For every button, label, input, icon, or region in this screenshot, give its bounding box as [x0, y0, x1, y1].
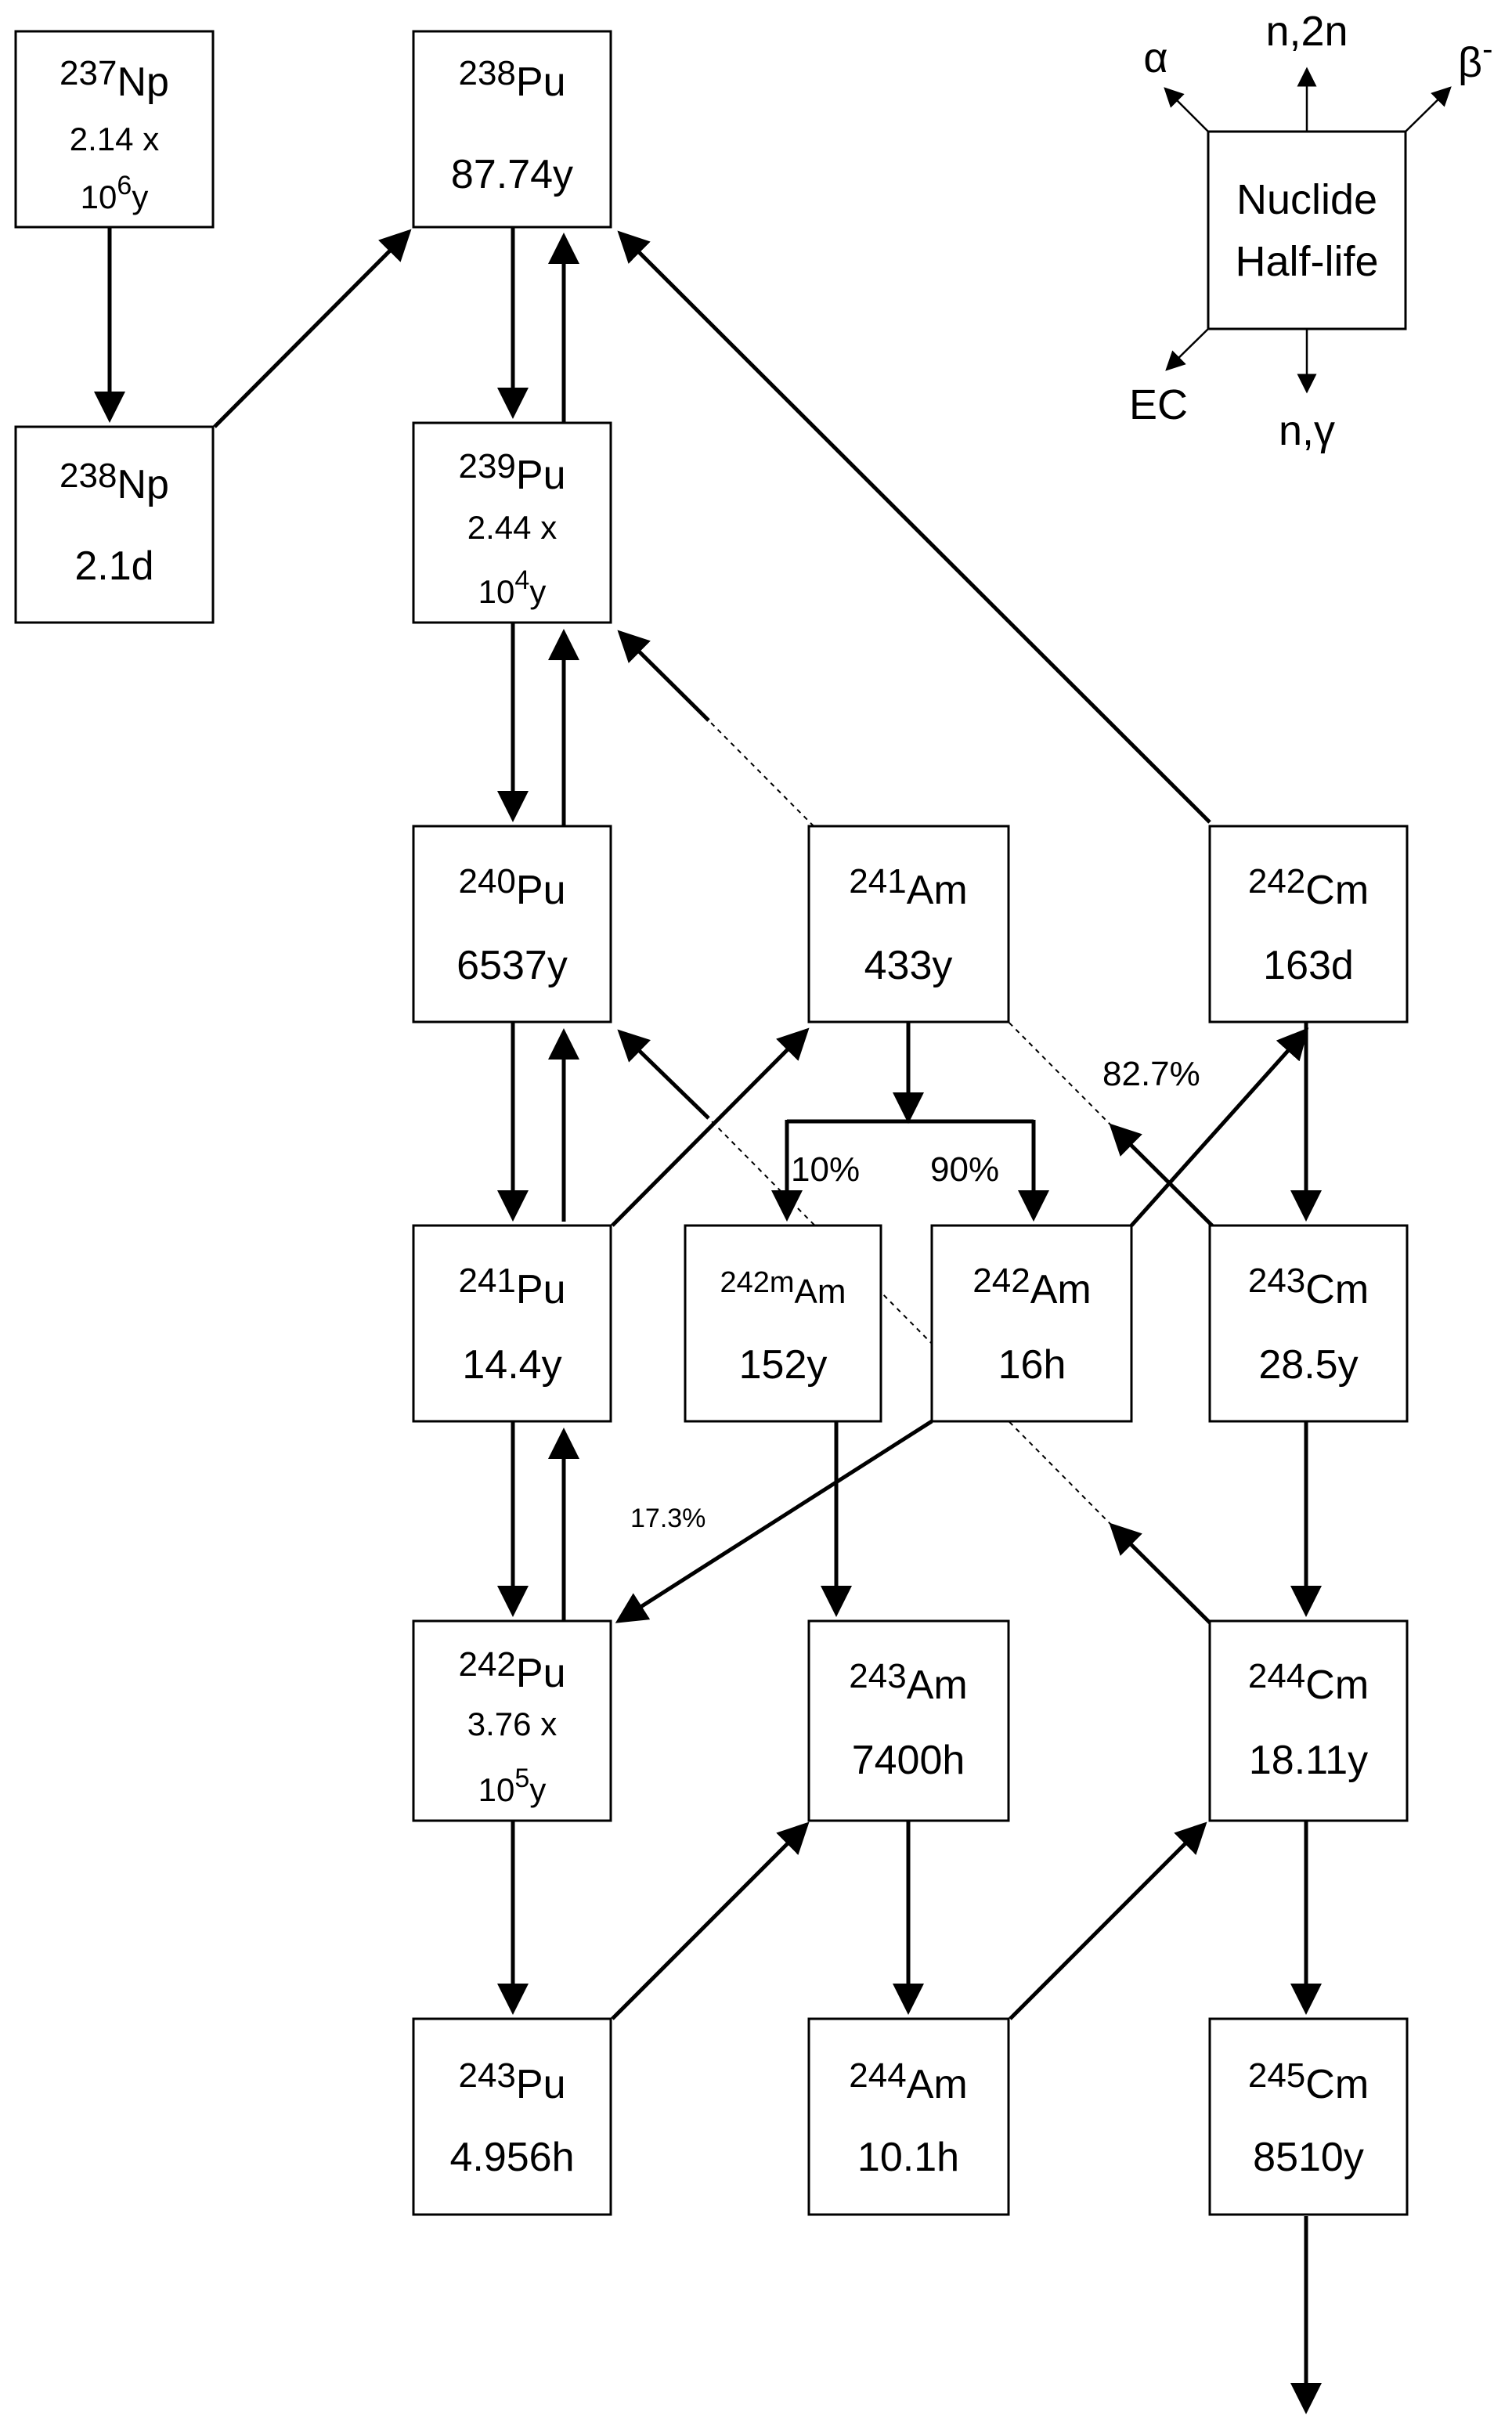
legend-box	[1207, 130, 1407, 330]
nuclide-boxes: 237Np 2.14 x 106y 238Np 2.1d 238Pu 87.74…	[14, 30, 1409, 2216]
nuclide-pu239: 239Pu 2.44 x 104y	[412, 421, 612, 624]
nuclide-pu239-label: 239Pu	[458, 447, 565, 498]
nuclide-cm243-label: 243Cm	[1248, 1262, 1369, 1312]
nuclide-np237-halflife-line2: 106y	[81, 171, 149, 215]
nuclide-cm243: 243Cm 28.5y	[1208, 1224, 1409, 1423]
legend-n2n-label: n,2n	[1265, 8, 1348, 55]
nuclide-pu239-halflife-line1: 2.44 x	[467, 509, 557, 546]
nuclide-am241-halflife: 433y	[864, 943, 953, 988]
nuclide-pu238-label: 238Pu	[458, 54, 565, 105]
nuclide-am242m-label: 242mAm	[720, 1266, 846, 1311]
nuclide-np238: 238Np 2.1d	[14, 425, 215, 624]
arrow-cm243-to-pu239	[1109, 1123, 1214, 1227]
legend-halflife-label: Half-life	[1235, 238, 1378, 285]
arrow-cm243-pu239-upper	[617, 630, 710, 722]
arrow-cm244-to-pu240	[1109, 1522, 1214, 1626]
arrow-pu243-to-am243	[611, 1821, 810, 2020]
nuclide-am243: 243Am 7400h	[807, 1619, 1010, 1822]
arrow-cm244-pu240-upper	[617, 1029, 710, 1120]
nuclide-cm242-label: 242Cm	[1248, 862, 1369, 913]
nuclide-pu240-label: 240Pu	[458, 862, 565, 913]
branch-label-10pct: 10%	[791, 1150, 860, 1189]
nuclide-am241-label: 241Am	[849, 862, 967, 913]
nuclide-pu242-halflife-line1: 3.76 x	[467, 1706, 557, 1742]
nuclide-pu241-label: 241Pu	[458, 1262, 565, 1312]
nuclide-cm245: 245Cm 8510y	[1208, 2017, 1409, 2216]
nuclide-cm242-halflife: 163d	[1263, 943, 1354, 988]
arrow-am244-to-cm244	[1009, 1821, 1207, 2020]
branch-label-90pct: 90%	[930, 1150, 999, 1189]
nuclide-cm243-halflife: 28.5y	[1258, 1342, 1358, 1388]
legend-beta-arrow	[1405, 86, 1452, 132]
nuclide-cm245-halflife: 8510y	[1253, 2135, 1364, 2180]
nuclide-cm245-label: 245Cm	[1248, 2056, 1369, 2107]
nuclide-pu238-halflife: 87.74y	[451, 152, 573, 197]
arrow-am242-to-pu242	[615, 1419, 933, 1623]
legend-nuclide-label: Nuclide	[1236, 176, 1377, 223]
dashed-cm244-to-pu240	[708, 1117, 1113, 1526]
nuclide-am242m: 242mAm 152y	[684, 1224, 882, 1423]
nuclide-am242: 242Am 16h	[930, 1224, 1133, 1423]
nuclide-np237-halflife-line1: 2.14 x	[70, 121, 159, 157]
nuclide-am243-label: 243Am	[849, 1657, 967, 1708]
nuclide-np237: 237Np 2.14 x 106y	[14, 30, 215, 229]
arrow-np238-to-pu238	[213, 229, 412, 428]
legend-alpha-label: α	[1143, 34, 1167, 81]
legend-ec-arrow	[1165, 328, 1209, 371]
nuclide-pu243-label: 243Pu	[458, 2056, 565, 2107]
legend-alpha-arrow	[1164, 87, 1209, 132]
legend-ngamma-label: n,γ	[1279, 407, 1335, 454]
nuclide-cm242: 242Cm 163d	[1208, 825, 1409, 1023]
nuclide-np238-halflife: 2.1d	[74, 543, 153, 589]
nuclide-np237-label: 237Np	[60, 54, 169, 105]
nuclide-pu239-halflife-line2: 104y	[478, 565, 547, 610]
nuclide-am242-label: 242Am	[973, 1262, 1091, 1312]
branching-labels: 10% 90% 82.7% 17.3%	[630, 1055, 1200, 1533]
nuclide-pu241-halflife: 14.4y	[462, 1342, 561, 1388]
nuclide-pu241: 241Pu 14.4y	[412, 1224, 612, 1423]
nuclide-cm244-halflife: 18.11y	[1249, 1738, 1368, 1783]
arrow-pu241-to-am241	[611, 1027, 810, 1227]
nuclide-pu240-halflife: 6537y	[456, 943, 568, 988]
nuclide-pu238: 238Pu 87.74y	[412, 30, 612, 229]
nuclide-pu242: 242Pu 3.76 x 105y	[412, 1619, 612, 1822]
legend-ec-label: EC	[1129, 381, 1188, 428]
arrow-cm242-to-pu238	[617, 230, 1211, 824]
nuclide-pu243: 243Pu 4.956h	[412, 2017, 612, 2216]
nuclide-cm244-label: 244Cm	[1248, 1657, 1369, 1708]
nuclide-pu243-halflife: 4.956h	[449, 2135, 574, 2180]
nuclide-am242m-halflife: 152y	[739, 1342, 828, 1388]
nuclide-pu242-label: 242Pu	[458, 1645, 565, 1696]
nuclide-am243-halflife: 7400h	[852, 1738, 965, 1783]
branch-label-82-7pct: 82.7%	[1102, 1055, 1200, 1093]
nuclide-am244-label: 244Am	[849, 2056, 967, 2107]
nuclide-am244: 244Am 10.1h	[807, 2017, 1010, 2216]
nuclide-pu242-halflife-line2: 105y	[478, 1764, 547, 1808]
branch-label-17-3pct: 17.3%	[630, 1504, 705, 1533]
nuclide-am244-halflife: 10.1h	[857, 2135, 959, 2180]
nuclide-am241: 241Am 433y	[807, 825, 1010, 1023]
nuclide-am242-halflife: 16h	[998, 1342, 1066, 1388]
reaction-arrows	[94, 227, 1322, 2414]
arrow-am242-to-cm242	[1130, 1027, 1309, 1227]
legend: Nuclide Half-life α n,2n β- EC n,γ	[1129, 8, 1492, 454]
nuclide-cm244: 244Cm 18.11y	[1208, 1619, 1409, 1822]
nuclide-np238-label: 238Np	[60, 457, 169, 507]
nuclide-pu240: 240Pu 6537y	[412, 825, 612, 1023]
legend-beta-label: β-	[1458, 32, 1492, 86]
